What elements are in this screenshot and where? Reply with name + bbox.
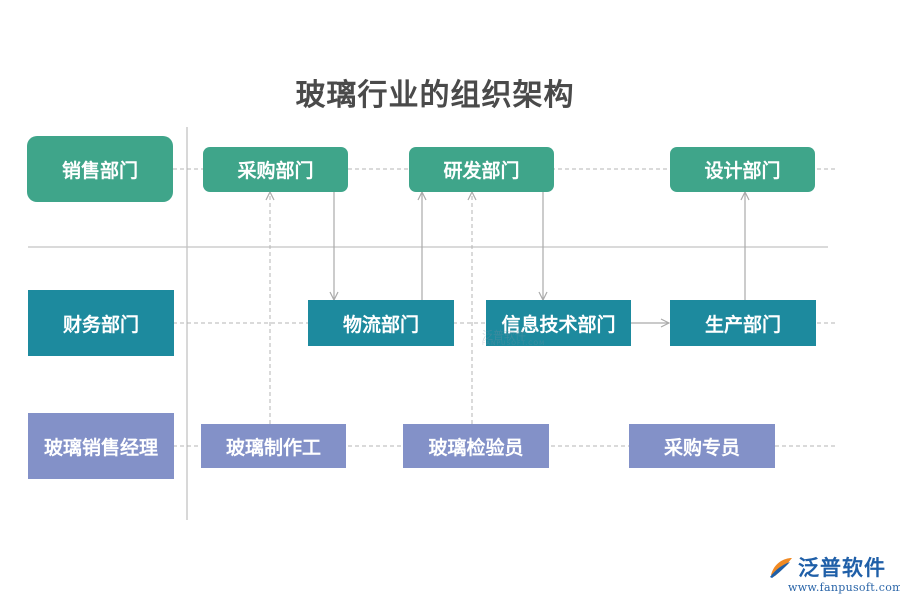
watermark: 泛普软件 FANPUSOFT.COM <box>482 330 545 347</box>
glass-inspector-box: 玻璃检验员 <box>403 424 549 468</box>
glass-maker-label: 玻璃制作工 <box>225 436 321 459</box>
rnd-dept-box: 研发部门 <box>409 147 554 192</box>
glass-inspector-label: 玻璃检验员 <box>428 436 524 459</box>
production-dept-box: 生产部门 <box>670 300 816 346</box>
logo-icon <box>770 558 792 578</box>
finance-dept-box: 财务部门 <box>28 290 174 356</box>
watermark-sub: FANPUSOFT.COM <box>482 340 546 347</box>
glass-sales-manager-box: 玻璃销售经理 <box>28 413 174 479</box>
it-dept-box: 信息技术部门 <box>486 300 631 346</box>
sales-dept-box: 销售部门 <box>27 136 173 202</box>
production-dept-label: 生产部门 <box>704 313 781 336</box>
page-title: 玻璃行业的组织架构 <box>295 78 575 113</box>
logistics-dept-label: 物流部门 <box>342 313 419 336</box>
logistics-dept-box: 物流部门 <box>308 300 454 346</box>
brand-logo: 泛普软件 <box>768 552 886 582</box>
glass-sales-manager-label: 玻璃销售经理 <box>43 436 158 459</box>
logo-url: www.fanpusoft.com <box>788 581 900 594</box>
purchasing-specialist-label: 采购专员 <box>663 436 740 459</box>
watermark-text: 泛普软件 <box>482 329 526 342</box>
purchasing-specialist-box: 采购专员 <box>629 424 775 468</box>
sales-dept-label: 销售部门 <box>61 159 138 182</box>
design-dept-box: 设计部门 <box>670 147 815 192</box>
logo-name: 泛普软件 <box>798 556 886 580</box>
glass-maker-box: 玻璃制作工 <box>201 424 346 468</box>
it-dept-label: 信息技术部门 <box>501 313 616 336</box>
purchasing-dept-box: 采购部门 <box>203 147 348 192</box>
rnd-dept-label: 研发部门 <box>443 160 520 182</box>
design-dept-label: 设计部门 <box>704 160 781 182</box>
purchasing-dept-label: 采购部门 <box>237 160 314 182</box>
finance-dept-label: 财务部门 <box>62 313 139 336</box>
